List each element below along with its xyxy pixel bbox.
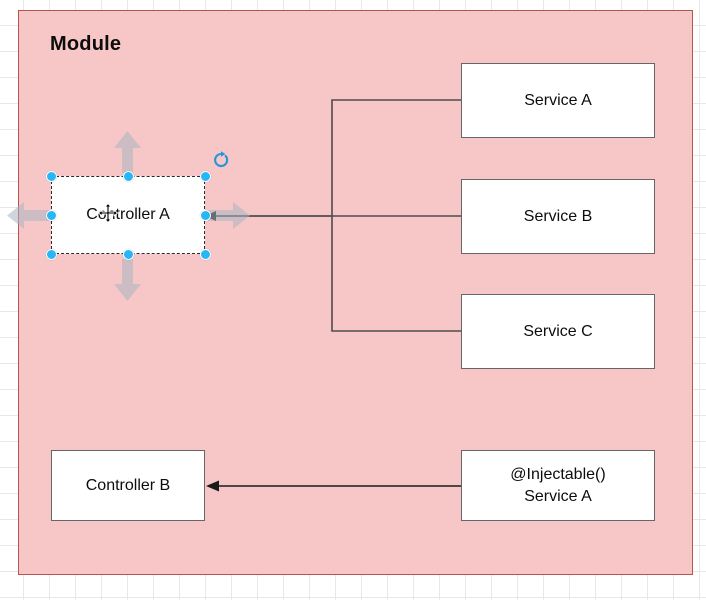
node-service-c-label: Service C	[523, 322, 593, 340]
node-service-c[interactable]: Service C	[461, 294, 655, 369]
node-controller-a[interactable]: Controller A	[51, 176, 205, 254]
direction-arrow-left-icon[interactable]	[6, 200, 50, 231]
node-injectable-line1: @Injectable()	[510, 465, 606, 483]
node-service-a-label: Service A	[524, 91, 592, 109]
resize-handle-middle-right[interactable]	[199, 209, 211, 221]
node-controller-b[interactable]: Controller B	[51, 450, 205, 521]
node-service-b-label: Service B	[523, 207, 593, 225]
resize-handle-top-right[interactable]	[199, 170, 211, 182]
node-injectable-service-a-label: @Injectable() Service A	[510, 464, 605, 507]
resize-handle-middle-left[interactable]	[45, 209, 57, 221]
resize-handle-top-center[interactable]	[122, 170, 134, 182]
direction-arrow-down-icon[interactable]	[112, 258, 143, 302]
rotate-icon[interactable]	[212, 151, 230, 169]
node-service-a[interactable]: Service A	[461, 63, 655, 138]
resize-handle-bottom-center[interactable]	[122, 248, 134, 260]
module-title: Module	[50, 33, 122, 55]
node-injectable-service-a[interactable]: @Injectable() Service A	[461, 450, 655, 521]
resize-handle-bottom-right[interactable]	[199, 248, 211, 260]
node-injectable-line2: Service A	[524, 487, 592, 505]
resize-handle-bottom-left[interactable]	[45, 248, 57, 260]
direction-arrow-up-icon[interactable]	[112, 130, 143, 174]
node-controller-a-label: Controller A	[86, 206, 170, 223]
node-controller-b-label: Controller B	[85, 476, 171, 494]
node-service-b[interactable]: Service B	[461, 179, 655, 254]
resize-handle-top-left[interactable]	[45, 170, 57, 182]
direction-arrow-right-icon[interactable]	[207, 200, 251, 231]
